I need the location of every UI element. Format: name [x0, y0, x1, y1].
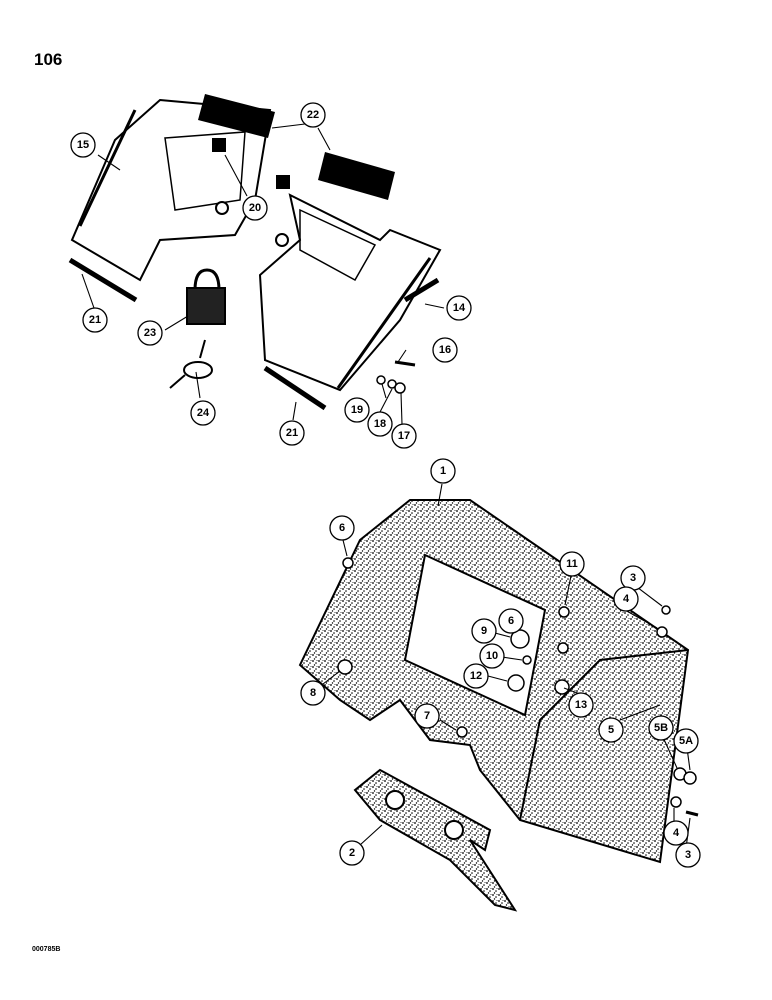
callout-13: 13 — [568, 692, 594, 718]
mounting-bracket — [353, 768, 518, 912]
svg-text:13: 13 — [575, 699, 587, 711]
svg-text:8: 8 — [310, 687, 316, 699]
svg-text:6: 6 — [339, 522, 345, 534]
page-number: 106 — [34, 50, 63, 69]
callout-12: 12 — [463, 663, 489, 689]
svg-text:14: 14 — [453, 302, 466, 314]
callout-22: 22 — [300, 102, 326, 128]
svg-text:5: 5 — [608, 724, 614, 736]
callout-23: 23 — [137, 320, 163, 346]
svg-text:3: 3 — [685, 849, 691, 861]
svg-text:19: 19 — [351, 404, 363, 416]
svg-text:4: 4 — [673, 827, 680, 839]
svg-text:5A: 5A — [679, 735, 693, 747]
svg-text:21: 21 — [286, 427, 298, 439]
callout-14: 14 — [446, 295, 472, 321]
right-cover — [258, 193, 442, 392]
callout-16: 16 — [432, 337, 458, 363]
fasteners — [376, 360, 416, 394]
callout-5b: 5B — [648, 715, 674, 741]
svg-text:5B: 5B — [654, 722, 668, 734]
svg-text:15: 15 — [77, 139, 89, 151]
callout-7: 7 — [414, 703, 440, 729]
svg-text:3: 3 — [630, 572, 636, 584]
callout-5a: 5A — [673, 728, 699, 754]
callout-3a: 3 — [620, 565, 646, 591]
callout-4a: 4 — [613, 586, 639, 612]
svg-text:10: 10 — [486, 650, 498, 662]
hinge-strips — [68, 257, 440, 411]
console-housing — [298, 499, 690, 864]
callout-18: 18 — [367, 411, 393, 437]
svg-text:18: 18 — [374, 418, 386, 430]
svg-text:22: 22 — [307, 109, 319, 121]
svg-text:7: 7 — [424, 710, 430, 722]
seal-strips — [198, 94, 395, 200]
callout-4b: 4 — [663, 820, 689, 846]
keys — [169, 339, 213, 389]
callout-2: 2 — [339, 840, 365, 866]
svg-text:9: 9 — [481, 625, 487, 637]
callout-10: 10 — [479, 643, 505, 669]
svg-text:1: 1 — [440, 465, 446, 477]
callout-24: 24 — [190, 400, 216, 426]
svg-text:17: 17 — [398, 430, 410, 442]
callout-20: 20 — [242, 195, 268, 221]
callout-6a: 6 — [329, 515, 355, 541]
callout-1: 1 — [430, 458, 456, 484]
callout-21a: 21 — [82, 307, 108, 333]
callout-8: 8 — [300, 680, 326, 706]
callout-21b: 21 — [279, 420, 305, 446]
callout-6b: 6 — [498, 608, 524, 634]
svg-text:12: 12 — [470, 670, 482, 682]
callout-11: 11 — [559, 551, 585, 577]
callout-15: 15 — [70, 132, 96, 158]
callout-9: 9 — [471, 618, 497, 644]
padlock — [186, 268, 226, 325]
svg-text:2: 2 — [349, 847, 355, 859]
plugs-and-gauges — [337, 557, 699, 817]
svg-text:16: 16 — [439, 344, 451, 356]
svg-text:11: 11 — [566, 558, 578, 570]
callout-17: 17 — [391, 423, 417, 449]
callout-3b: 3 — [675, 842, 701, 868]
leader-lines — [81, 123, 691, 849]
svg-text:4: 4 — [623, 593, 630, 605]
svg-text:6: 6 — [508, 615, 514, 627]
callout-19: 19 — [344, 397, 370, 423]
svg-text:23: 23 — [144, 327, 156, 339]
callout-5: 5 — [598, 717, 624, 743]
reference-code: 000785B — [32, 946, 61, 953]
svg-text:21: 21 — [89, 314, 101, 326]
svg-text:24: 24 — [197, 407, 210, 419]
svg-text:20: 20 — [249, 202, 261, 214]
